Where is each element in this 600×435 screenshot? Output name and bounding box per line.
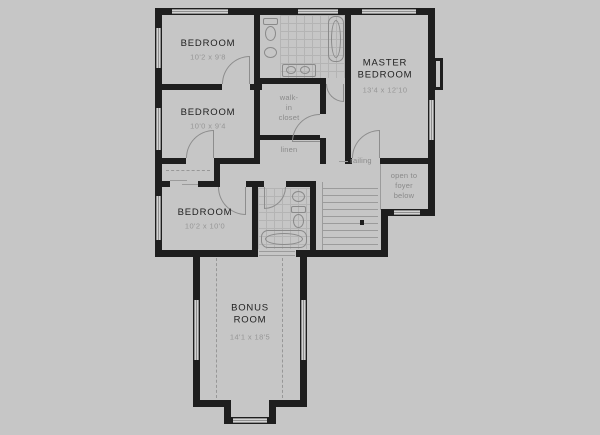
sink-fixture: [286, 66, 296, 74]
room-label-bedroom-2: BEDROOM: [180, 106, 236, 118]
ceiling-break-line: [282, 258, 283, 398]
window: [156, 28, 161, 68]
interior-wall: [161, 181, 170, 187]
interior-wall: [246, 181, 264, 187]
exterior-wall-top: [155, 8, 435, 15]
room-dims-master-bedroom: 13'4 x 12'10: [362, 85, 408, 95]
door-leaf: [245, 187, 246, 215]
interior-wall: [214, 164, 220, 187]
window: [172, 9, 228, 14]
window: [233, 418, 267, 423]
window: [429, 100, 434, 140]
vanity-fixture: [282, 64, 316, 77]
closet-slider: [182, 184, 198, 185]
interior-wall: [320, 138, 326, 164]
bonus-wall-bottom-left: [193, 400, 231, 407]
stair-railing-line: [380, 164, 381, 210]
window: [394, 210, 420, 215]
bonus-notch-left: [224, 400, 231, 424]
door-leaf: [343, 84, 344, 102]
room-label-master-bedroom: MASTER BEDROOM: [357, 57, 413, 81]
toilet-fixture: [291, 206, 306, 213]
door-leaf: [213, 130, 214, 158]
railing-leader-line: [339, 161, 348, 162]
window: [298, 9, 338, 14]
interior-wall: [214, 158, 260, 164]
interior-wall: [286, 181, 316, 187]
toilet-fixture: [265, 26, 276, 41]
annotation-linen: linen: [280, 144, 298, 154]
exterior-wall-bottom-right: [296, 250, 388, 257]
staircase: [322, 182, 378, 250]
chimney-bump-out: [433, 58, 443, 90]
ceiling-break-line: [216, 258, 217, 398]
closet-slider: [170, 180, 187, 181]
room-dims-bedroom-2: 10'0 x 9'4: [190, 121, 226, 131]
room-dims-bedroom-1: 10'2 x 9'8: [190, 52, 226, 62]
sink-fixture: [300, 66, 310, 74]
bathtub-basin: [331, 20, 341, 58]
interior-wall: [198, 181, 218, 187]
bonus-notch-right: [269, 400, 276, 424]
exterior-wall-step-v: [381, 209, 388, 257]
toilet-fixture: [263, 18, 278, 25]
interior-wall: [310, 181, 316, 250]
window: [362, 9, 416, 14]
interior-wall: [252, 187, 258, 250]
window: [156, 196, 161, 240]
room-label-bedroom-3: BEDROOM: [177, 206, 233, 218]
annotation-open-to-foyer: open to foyer below: [390, 170, 418, 201]
bathtub-fixture: [261, 230, 307, 248]
interior-wall: [345, 14, 351, 164]
door-leaf: [264, 187, 265, 209]
door-arc: [352, 130, 380, 158]
exterior-wall-bottom-left: [155, 250, 258, 257]
bathtub-fixture: [328, 16, 344, 62]
bonus-wall-bottom-right: [269, 400, 307, 407]
toilet-fixture: [293, 214, 304, 228]
room-dims-bonus-room: 14'1 x 18'5: [229, 332, 271, 342]
window: [194, 300, 199, 360]
bathtub-basin: [265, 233, 303, 245]
interior-wall: [260, 135, 320, 140]
interior-wall: [320, 84, 326, 114]
interior-wall: [345, 158, 352, 164]
interior-wall: [161, 84, 222, 90]
sink-fixture: [264, 47, 277, 58]
interior-wall: [254, 14, 260, 164]
door-leaf: [379, 130, 380, 158]
interior-wall: [380, 158, 428, 164]
door-arc: [186, 130, 214, 158]
room-label-bonus-room: BONUS ROOM: [231, 302, 269, 326]
bonus-room-opening: [259, 255, 295, 256]
window: [156, 108, 161, 150]
newel-post: [360, 220, 364, 225]
annotation-walk-in-closet: walk- in closet: [278, 92, 300, 123]
closet-rod-line: [166, 170, 210, 171]
door-arc: [222, 56, 250, 84]
annotation-railing: railing: [350, 155, 372, 165]
window: [301, 300, 306, 360]
sink-fixture: [292, 191, 305, 202]
interior-wall: [161, 158, 186, 164]
interior-wall: [260, 78, 326, 84]
room-dims-bedroom-3: 10'2 x 10'0: [184, 221, 226, 231]
room-label-bedroom-1: BEDROOM: [180, 37, 236, 49]
door-arc: [326, 84, 344, 102]
door-leaf: [249, 56, 250, 84]
bonus-room-opening: [259, 251, 295, 252]
door-leaf: [292, 141, 320, 142]
